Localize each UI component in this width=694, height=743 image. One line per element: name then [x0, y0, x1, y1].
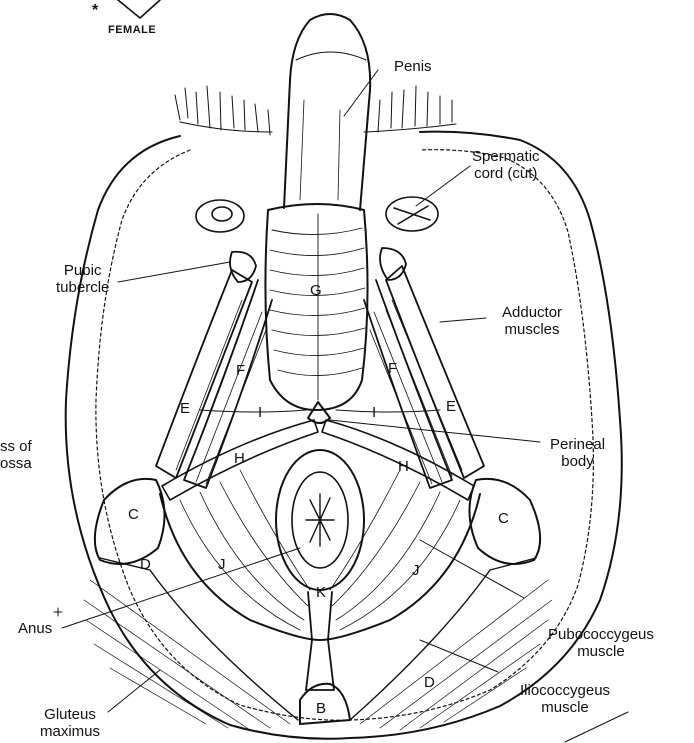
label-spermatic-cord: Spermatic cord (cut)	[472, 148, 540, 182]
ischiocavernosus-right	[386, 266, 484, 478]
label-adductor-muscles: Adductor muscles	[502, 304, 562, 338]
label-pubic-tubercle: Pubic tubercle	[56, 262, 109, 296]
letter-d-left: D	[140, 556, 151, 573]
hair-right	[364, 86, 456, 134]
label-fossa: ss of ossa	[0, 438, 32, 472]
label-pubococcygeus: Pubococcygeus muscle	[548, 626, 654, 660]
letter-h-right: H	[398, 458, 409, 475]
label-gluteus-maximus: Gluteus maximus	[40, 706, 100, 740]
letter-j-right: J	[412, 562, 420, 579]
letter-d-right: D	[424, 674, 435, 691]
star-marker: *	[92, 2, 99, 19]
pubic-tubercle-right	[380, 248, 406, 280]
perineal-body	[308, 402, 330, 423]
letter-e-left: E	[180, 400, 190, 417]
penis-shaft	[284, 14, 370, 210]
letter-f-right: F	[388, 360, 397, 377]
letter-b: B	[316, 700, 326, 717]
letter-j-left: J	[218, 556, 226, 573]
letter-c-left: C	[128, 506, 139, 523]
label-perineal-body: Perineal body	[550, 436, 605, 470]
letter-c-right: C	[498, 510, 509, 527]
ramus-left	[184, 280, 272, 488]
ramus-right	[364, 280, 452, 488]
hair-left	[175, 86, 272, 135]
sacrotuberous-right	[350, 558, 536, 720]
spermatic-cord-right	[386, 197, 438, 231]
letter-h-left: H	[234, 450, 245, 467]
letter-i-right: I	[372, 404, 376, 421]
letter-g: G	[310, 282, 322, 299]
fat-layer-outline	[96, 150, 593, 721]
label-iliococcygeus: Iliococcygeus muscle	[520, 682, 610, 716]
female-caption: FEMALE	[108, 22, 156, 39]
outer-skin-outline	[66, 132, 622, 739]
letter-f-left: F	[236, 362, 245, 379]
anus-opening	[306, 494, 334, 546]
label-anus: Anus	[18, 620, 52, 637]
letter-k: K	[316, 584, 326, 601]
diamond-icon	[118, 0, 160, 18]
letter-i-left: I	[258, 404, 262, 421]
spermatic-cord-left	[196, 200, 244, 232]
label-penis: Penis	[394, 58, 432, 75]
letter-e-right: E	[446, 398, 456, 415]
